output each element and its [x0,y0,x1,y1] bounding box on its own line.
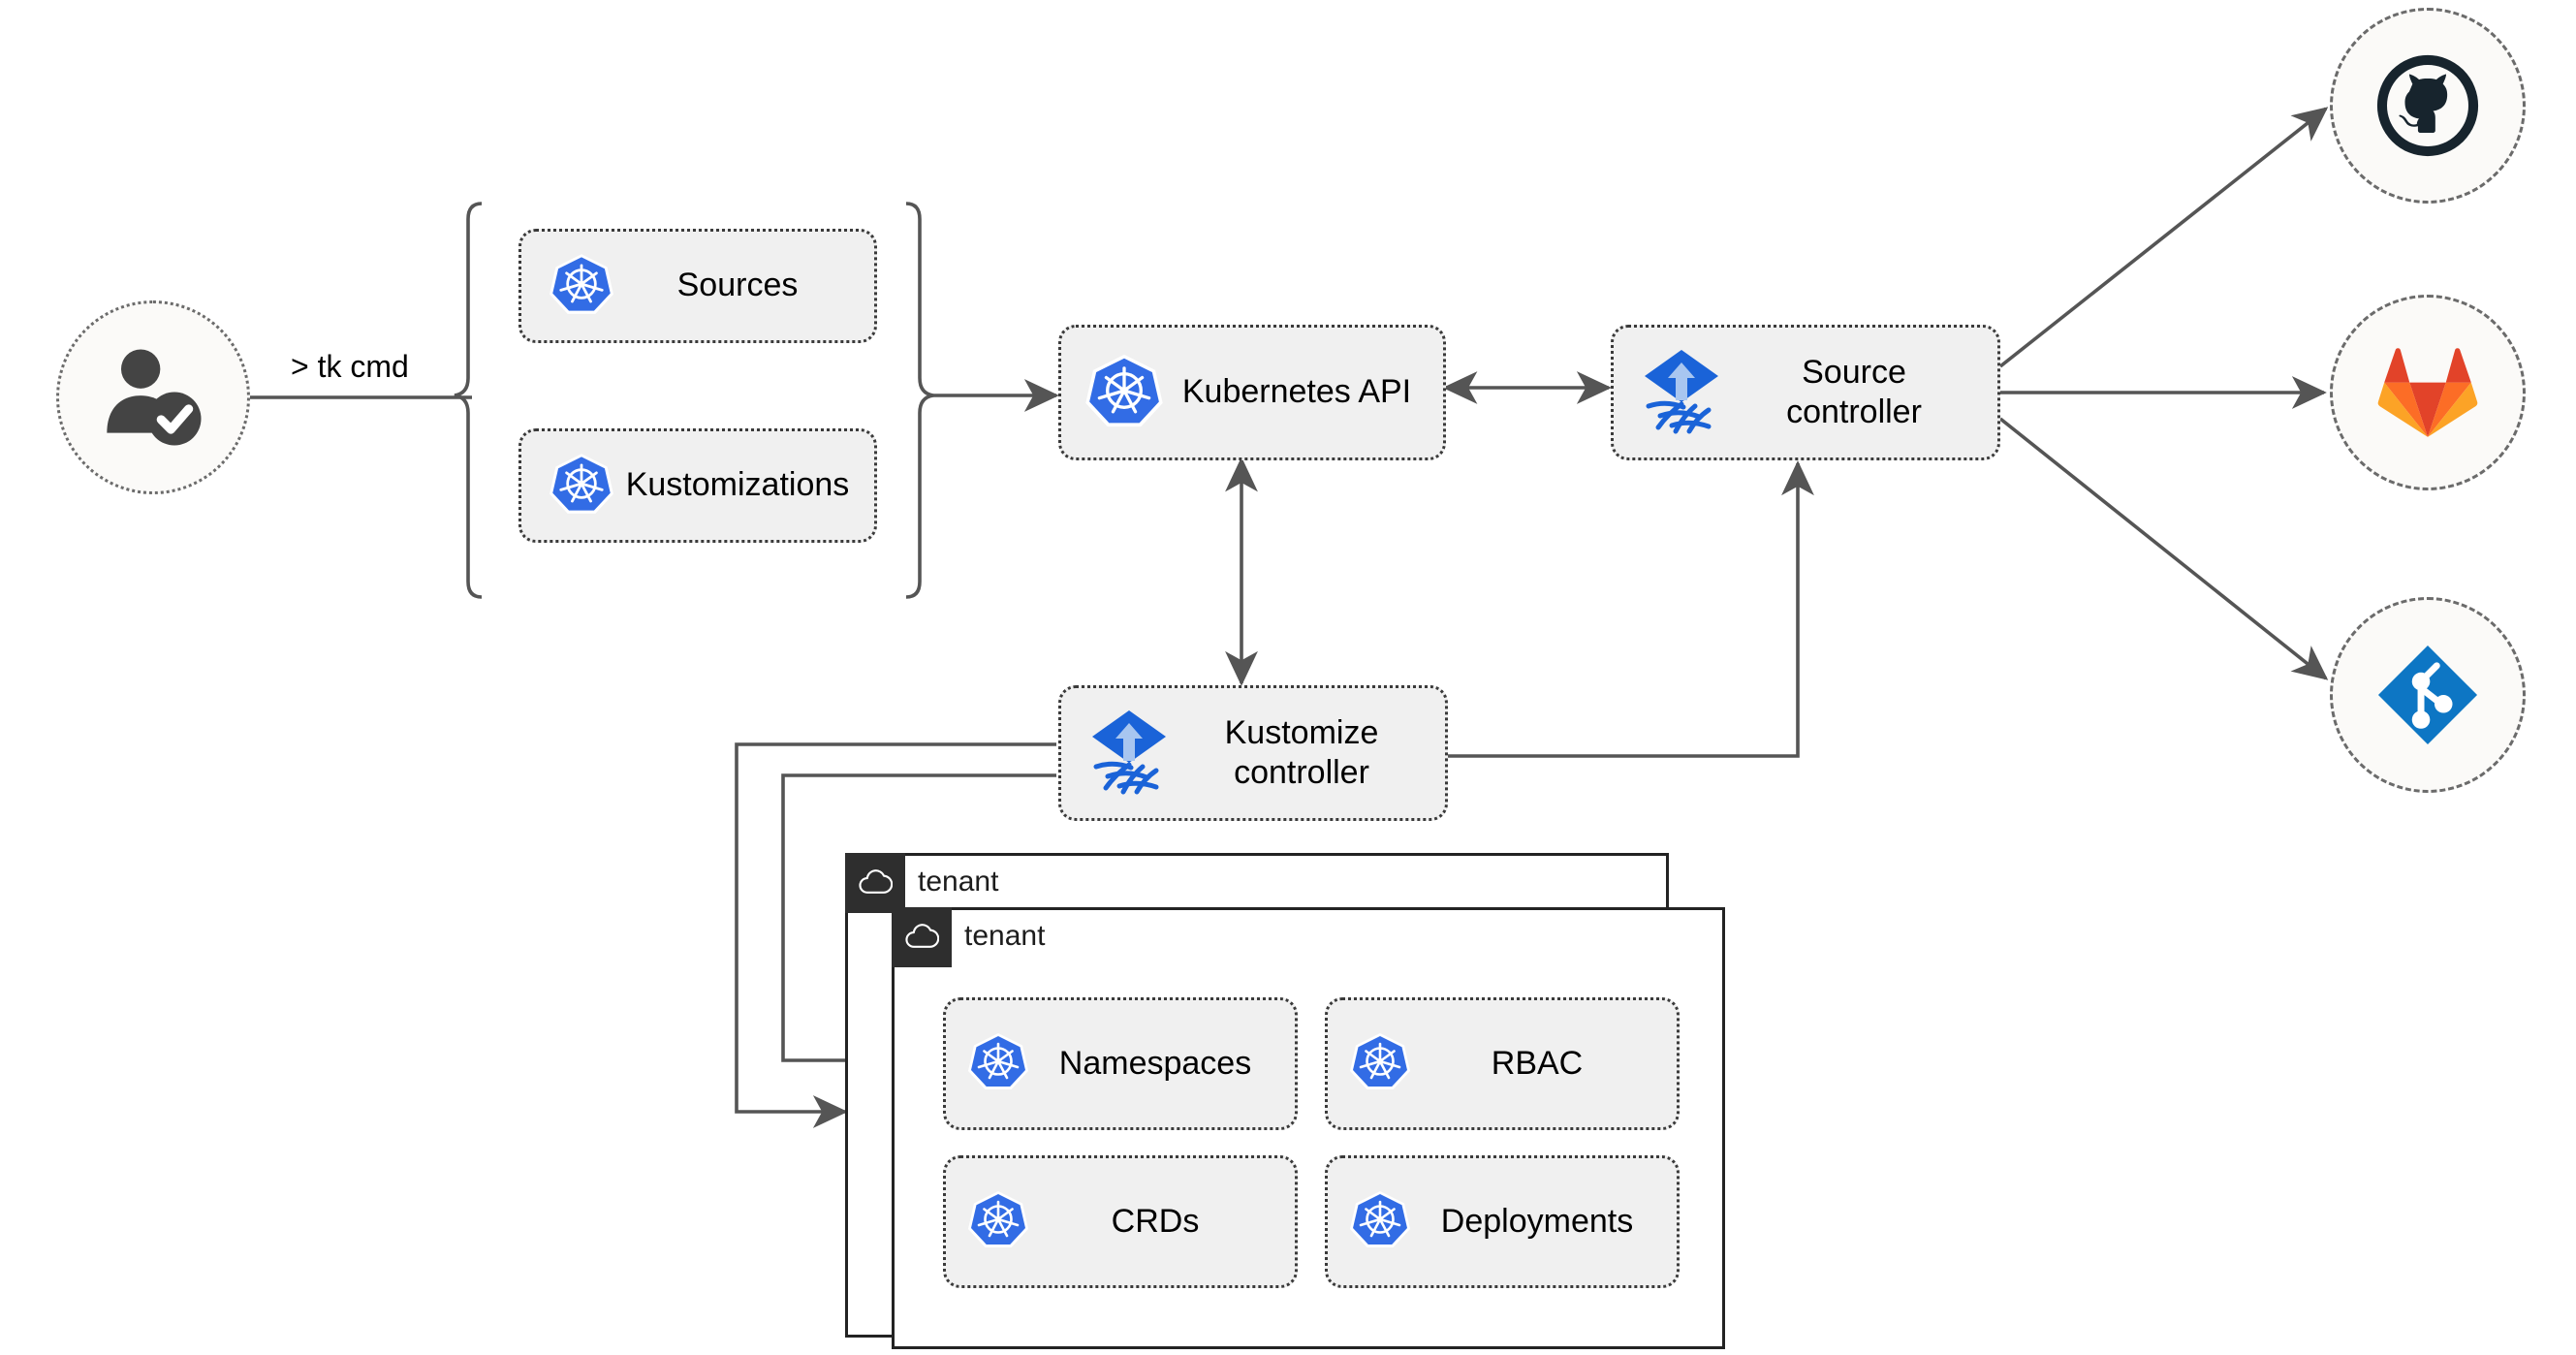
tenant-label: tenant [918,866,999,898]
node-label: Deployments [1440,1202,1634,1240]
node-label: Sources [676,267,799,304]
kubernetes-icon [967,1030,1029,1097]
node-label: Source controller [1786,353,1922,430]
node-label: CRDs [1111,1202,1200,1240]
tenant-resource-grid: Namespaces [943,997,1680,1288]
connector-source-to-github [1998,107,2329,368]
connector-source-to-git [1998,417,2329,680]
kubernetes-icon [549,451,614,521]
kubernetes-icon [1349,1030,1411,1097]
cloud-icon [859,869,893,894]
node-kubernetes-api[interactable]: Kubernetes API [1058,325,1446,460]
github-icon [2376,54,2479,157]
command-label: > tk cmd [291,349,409,384]
tenant-tab [892,907,952,967]
kubernetes-icon [549,251,614,322]
brace-right [905,202,934,599]
node-crds[interactable]: CRDs [943,1155,1298,1288]
flux-icon [1639,346,1724,440]
provider-gitlab[interactable] [2330,295,2526,490]
git-repository-icon [2377,645,2478,745]
node-kustomize-controller[interactable]: Kustomize controller [1058,685,1448,821]
provider-git[interactable] [2330,597,2526,793]
actor-user[interactable] [56,300,250,494]
kubernetes-icon [1349,1188,1411,1255]
brace-left [454,202,483,599]
node-rbac[interactable]: RBAC [1325,997,1680,1130]
cloud-icon [905,924,939,948]
node-deployments[interactable]: Deployments [1325,1155,1680,1288]
tenant-tab [845,853,905,913]
kubernetes-icon [1084,351,1164,435]
node-label: Namespaces [1058,1044,1252,1082]
node-namespaces[interactable]: Namespaces [943,997,1298,1130]
tenant-card-front[interactable]: tenant [892,907,1725,1349]
tenant-label: tenant [964,920,1046,952]
connector-kustomize-to-source [1446,460,1814,758]
gitlab-icon [2377,348,2478,437]
node-label: Kubernetes API [1181,373,1412,411]
provider-github[interactable] [2330,8,2526,204]
node-source-controller[interactable]: Source controller [1611,325,2000,460]
kubernetes-icon [967,1188,1029,1255]
node-kustomizations[interactable]: Kustomizations [518,428,877,543]
node-label: Kustomizations [625,466,850,504]
node-sources[interactable]: Sources [518,229,877,343]
flux-icon [1086,707,1172,801]
node-label: Kustomize controller [1224,713,1379,791]
user-verified-icon [107,349,202,446]
node-label: RBAC [1491,1044,1584,1082]
